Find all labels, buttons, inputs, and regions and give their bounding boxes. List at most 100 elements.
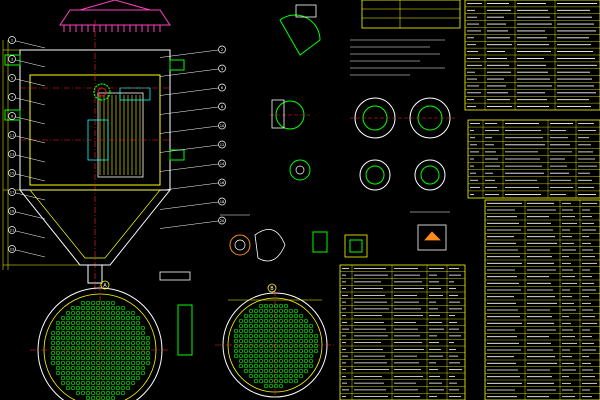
tube-hole [268, 323, 274, 329]
tube-hole [110, 340, 116, 346]
tube-hole [85, 305, 91, 311]
tube-hole [140, 365, 146, 371]
tube-hole [80, 330, 86, 336]
tube-hole [233, 353, 239, 359]
tube-hole [110, 335, 116, 341]
tube-hole [288, 368, 294, 374]
tube-hole [293, 323, 299, 329]
tube-hole [85, 380, 91, 386]
tube-hole [60, 370, 66, 376]
part-balloon [218, 102, 226, 111]
tube-hole [135, 375, 141, 381]
tube-hole [288, 333, 294, 339]
tube-hole [238, 358, 244, 364]
tube-hole [303, 358, 309, 364]
tube-hole [238, 328, 244, 334]
tube-hole [80, 310, 86, 316]
tube-hole [140, 325, 146, 331]
tube-hole [115, 385, 121, 391]
tube-hole [298, 358, 304, 364]
tube-hole [283, 308, 289, 314]
tube-hole [55, 350, 61, 356]
tube-hole [115, 305, 121, 311]
tube-hole [70, 325, 76, 331]
tube-hole [60, 365, 66, 371]
tube-hole [95, 355, 101, 361]
tube-hole [263, 343, 269, 349]
tube-hole [125, 355, 131, 361]
tube-hole [278, 318, 284, 324]
tube-hole [85, 355, 91, 361]
tube-hole [115, 320, 121, 326]
tube-hole [55, 365, 61, 371]
balloon-number: 17 [10, 191, 15, 195]
tube-hole [90, 305, 96, 311]
balloon-number: 11 [10, 134, 15, 138]
tube-hole [80, 390, 86, 396]
tube-hole [60, 340, 66, 346]
tube-hole [60, 315, 66, 321]
tube-hole [233, 328, 239, 334]
tube-hole [60, 335, 66, 341]
tube-hole [115, 390, 121, 396]
tube-hole [100, 385, 106, 391]
tube-hole [105, 320, 111, 326]
tube-hole [288, 353, 294, 359]
tube-hole [258, 328, 264, 334]
tube-hole [145, 340, 151, 346]
tube-hole [243, 348, 249, 354]
tube-hole [248, 323, 254, 329]
tube-hole [140, 360, 146, 366]
tube-hole [100, 310, 106, 316]
tube-hole [258, 338, 264, 344]
tube-hole [85, 365, 91, 371]
tube-hole [303, 328, 309, 334]
part-balloon [218, 159, 226, 168]
tube-hole [105, 350, 111, 356]
tube-hole [145, 360, 151, 366]
tube-hole [253, 363, 259, 369]
part-balloon [218, 83, 226, 92]
tube-hole [65, 335, 71, 341]
tube-hole [90, 350, 96, 356]
revision-table [361, 0, 461, 29]
tube-hole [308, 333, 314, 339]
tube-hole [303, 348, 309, 354]
tube-hole [125, 350, 131, 356]
tube-sheet-view-a: A [30, 280, 193, 400]
tube-hole [75, 380, 81, 386]
tube-hole [283, 358, 289, 364]
part-balloon [218, 121, 226, 130]
tube-hole [65, 325, 71, 331]
part-balloon [8, 245, 16, 253]
tube-hole [268, 343, 274, 349]
tube-hole [120, 350, 126, 356]
tube-hole [125, 325, 131, 331]
tube-hole [238, 323, 244, 329]
part-balloon [8, 93, 16, 101]
tube-hole [273, 373, 279, 379]
tube-hole [278, 338, 284, 344]
tube-hole [248, 358, 254, 364]
tube-hole [65, 340, 71, 346]
tube-hole [273, 308, 279, 314]
tube-hole [263, 358, 269, 364]
tube-hole [243, 313, 249, 319]
tube-hole [85, 315, 91, 321]
tube-hole [75, 315, 81, 321]
tube-hole [278, 373, 284, 379]
tube-hole [120, 320, 126, 326]
tube-hole [85, 320, 91, 326]
tube-hole [90, 330, 96, 336]
balloon-number: 10 [220, 124, 225, 128]
tube-hole [60, 360, 66, 366]
balloon-number: 18 [220, 200, 225, 204]
tube-hole [135, 350, 141, 356]
tube-hole [243, 358, 249, 364]
tube-hole [273, 383, 279, 389]
tube-hole [105, 310, 111, 316]
tube-hole [110, 315, 116, 321]
tube-hole [298, 363, 304, 369]
tube-hole [130, 350, 136, 356]
